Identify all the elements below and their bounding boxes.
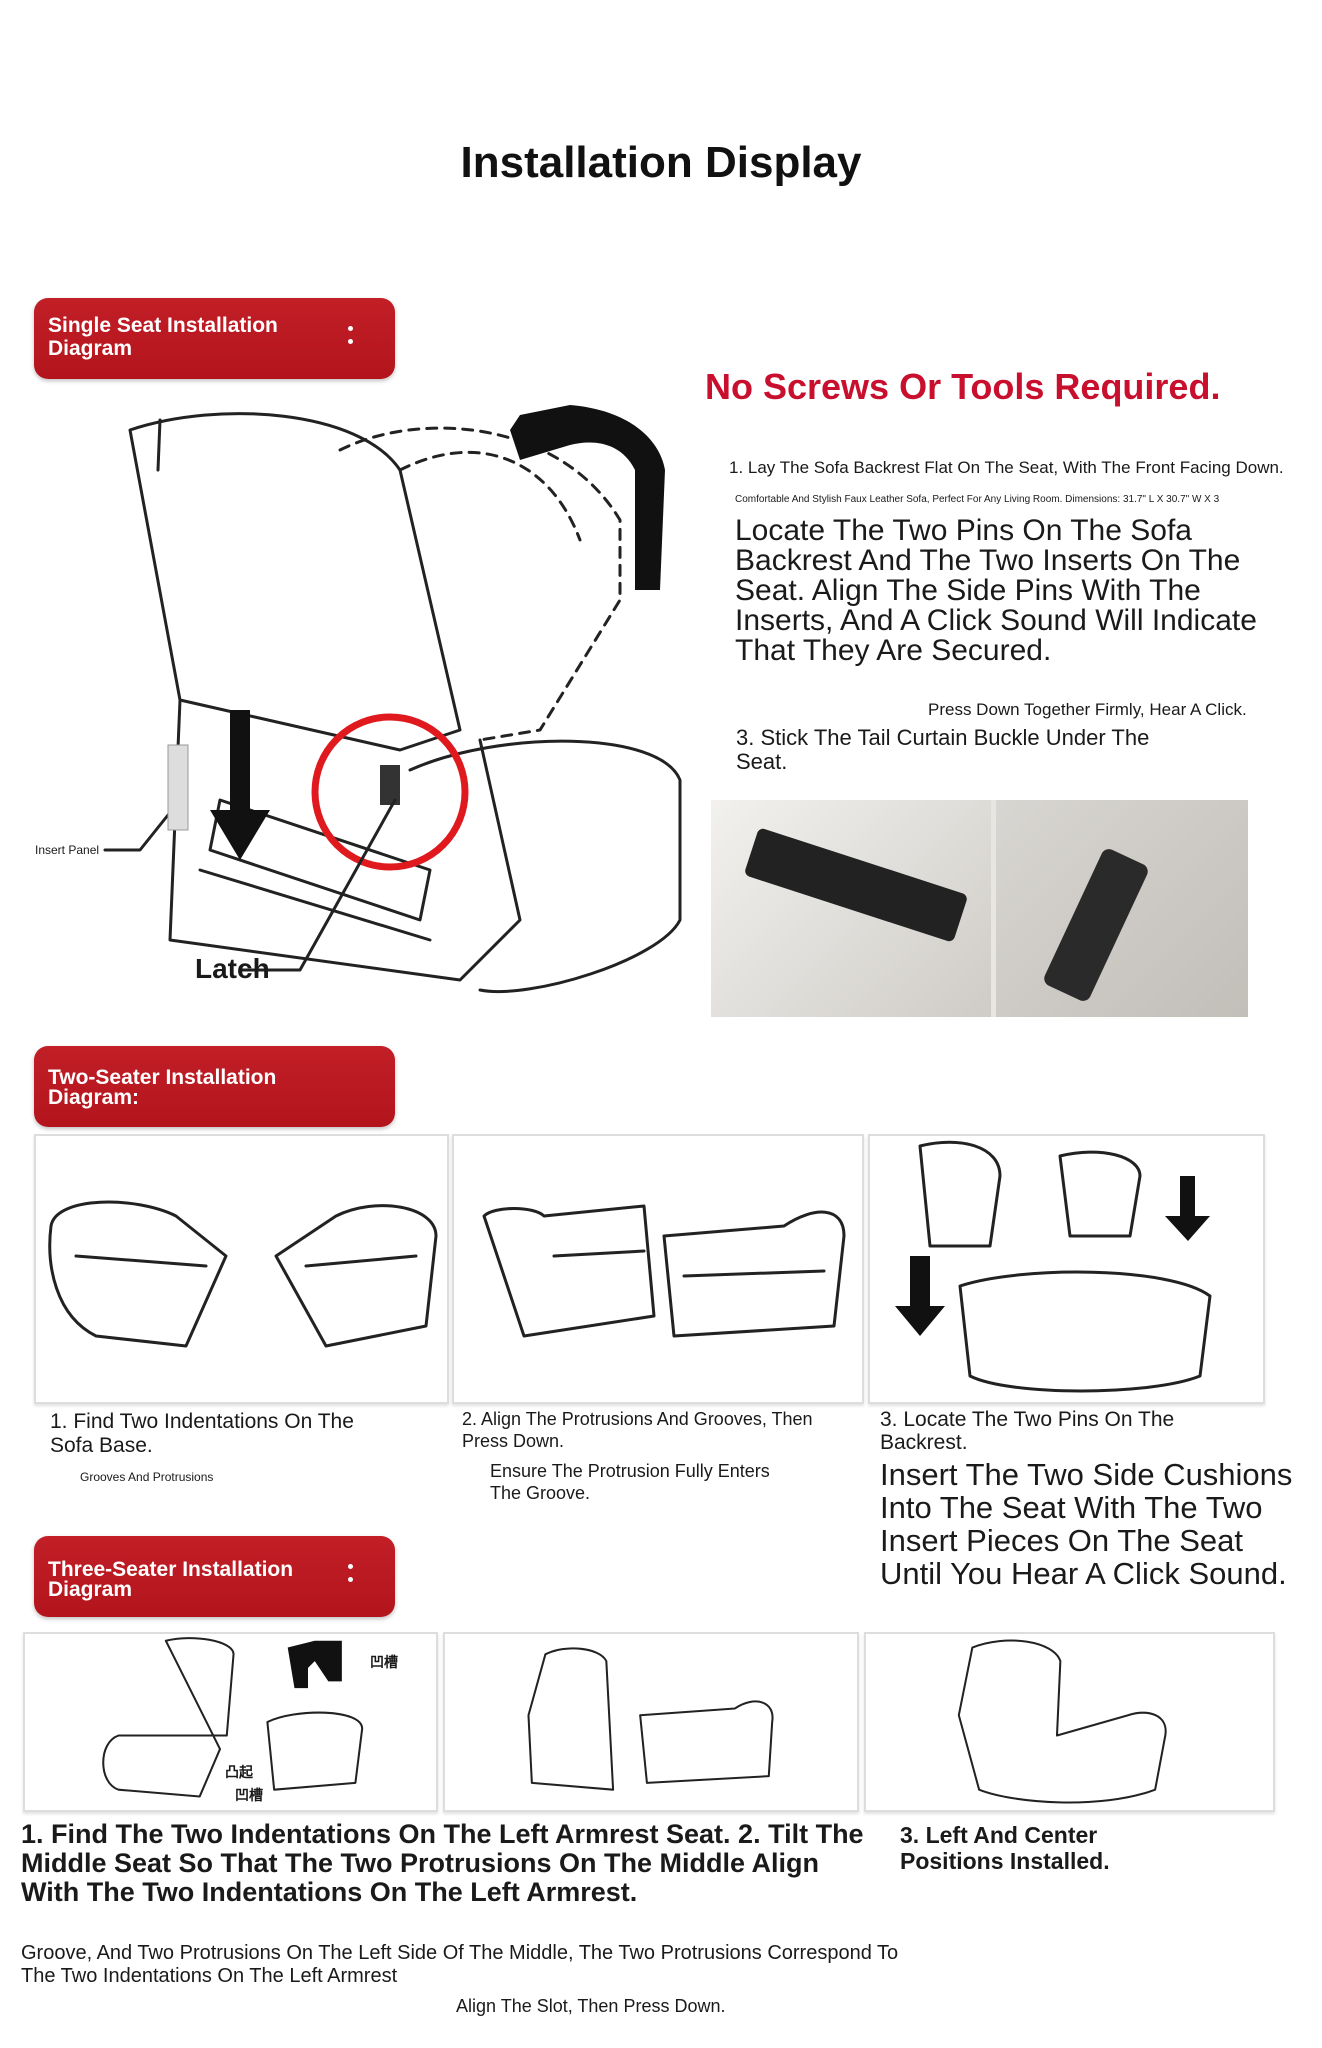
- single-step-2: Locate The Two Pins On The Sofa Backrest…: [735, 514, 1257, 667]
- three-overlap-note: Groove, And Two Protrusions On The Left …: [21, 1942, 899, 1987]
- two-step-3: 3. Locate The Two Pins On The Backrest.: [880, 1408, 1175, 1454]
- page-title: Installation Display: [460, 138, 862, 187]
- dots-icon: [348, 326, 353, 352]
- sofa-base-drawing: [48, 1200, 438, 1348]
- two-step-1-note: Grooves And Protrusions: [80, 1470, 214, 1484]
- single-step-3: 3. Stick The Tail Curtain Buckle Under T…: [736, 725, 1150, 774]
- insert-panel-label: Insert Panel: [35, 843, 100, 857]
- three-seater-panel-3: [864, 1632, 1275, 1812]
- armrest-drawing: [408, 739, 682, 994]
- fold-arrow-icon: [510, 405, 665, 590]
- product-caption: Comfortable And Stylish Faux Leather Sof…: [735, 494, 1220, 505]
- latch-label: Latch: [195, 953, 270, 984]
- single-seat-banner: Single Seat Installation Diagram: [34, 298, 395, 379]
- groove-icon: [287, 1640, 342, 1689]
- align-drawing: [482, 1204, 846, 1338]
- groove-label-2: 凹槽: [235, 1787, 263, 1803]
- two-seater-banner: Two-Seater Installation Diagram:: [34, 1046, 395, 1127]
- latch-photo: [711, 800, 1248, 1017]
- press-note: Press Down Together Firmly, Hear A Click…: [928, 700, 1247, 719]
- banner-label: Three-Seater Installation Diagram: [48, 1558, 294, 1601]
- single-seat-diagram: [103, 405, 682, 994]
- single-step-1: 1. Lay The Sofa Backrest Flat On The Sea…: [729, 458, 1284, 477]
- three-seater-banner: Three-Seater Installation Diagram: [34, 1536, 395, 1617]
- left-armrest-drawing: [102, 1637, 364, 1798]
- banner-label: Single Seat Installation Diagram: [48, 314, 278, 360]
- two-seater-panel-3: [868, 1134, 1265, 1404]
- seat-drawing: [168, 698, 522, 982]
- banner-label: Two-Seater Installation Diagram:: [48, 1066, 277, 1109]
- three-step-3: 3. Left And Center Positions Installed.: [900, 1822, 1110, 1874]
- three-step-1-2: 1. Find The Two Indentations On The Left…: [21, 1819, 864, 1907]
- groove-label: 凹槽: [370, 1654, 398, 1670]
- down-arrow-icon: [210, 710, 270, 860]
- installed-drawing: [957, 1639, 1167, 1804]
- highlight-circle: [311, 713, 469, 871]
- protrusion-label: 凸起: [225, 1764, 253, 1780]
- two-step-2-note: Ensure The Protrusion Fully Enters The G…: [490, 1461, 770, 1503]
- no-tools-headline: No Screws Or Tools Required.: [705, 366, 1221, 407]
- three-slot-note: Align The Slot, Then Press Down.: [456, 1996, 726, 2016]
- two-seater-panel-2: [452, 1134, 864, 1404]
- down-arrow-icon: [895, 1176, 1210, 1336]
- two-step-1: 1. Find Two Indentations On The Sofa Bas…: [50, 1410, 354, 1457]
- dots-icon: [348, 1564, 353, 1590]
- three-seater-panel-2: [443, 1632, 859, 1812]
- two-seater-panel-1: [34, 1134, 449, 1404]
- three-seater-panel-1: 凹槽 凸起 凹槽: [23, 1632, 438, 1812]
- tilt-middle-drawing: [527, 1647, 774, 1791]
- backrest-insert-drawing: [895, 1140, 1212, 1393]
- two-step-3-note: Insert The Two Side Cushions Into The Se…: [880, 1457, 1293, 1591]
- two-step-2: 2. Align The Protrusions And Grooves, Th…: [462, 1409, 813, 1451]
